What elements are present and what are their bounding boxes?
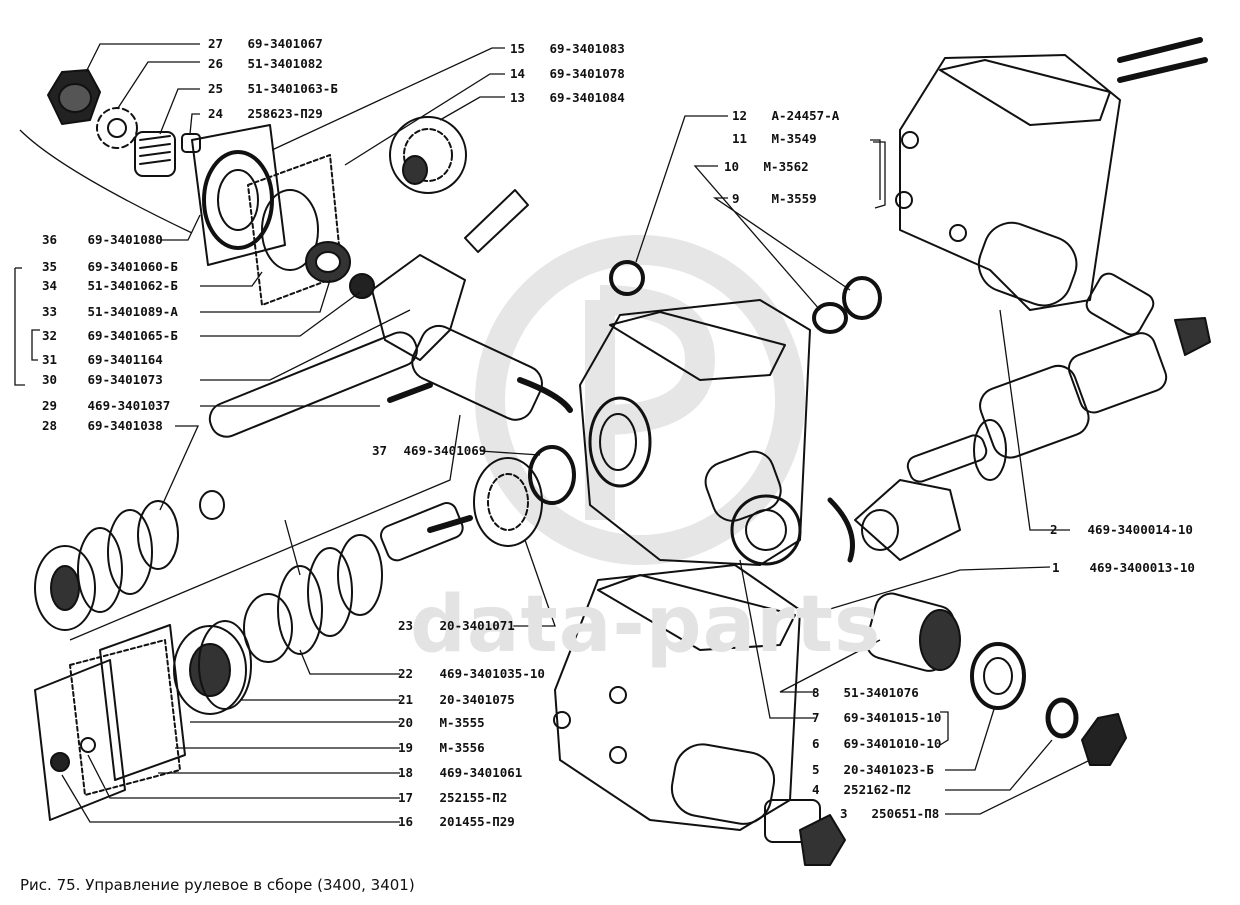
steering-gear-housing xyxy=(579,299,811,566)
callout-15: 15 69-3401083 xyxy=(510,41,625,56)
pin-12 xyxy=(464,189,529,253)
callout-5: 5 20-3401023-Б xyxy=(812,762,934,777)
lock-washer-26 xyxy=(96,107,138,149)
spring-25 xyxy=(134,131,176,177)
callout-17: 17 252155-П2 xyxy=(398,790,508,805)
nut-3 xyxy=(1081,713,1127,766)
nut-27 xyxy=(47,69,101,125)
callout-11: 11 М-3549 xyxy=(732,131,817,146)
input-shaft-29 xyxy=(199,331,433,520)
worm-22 xyxy=(243,502,473,663)
bearing-8 xyxy=(865,592,961,672)
bushing-32 xyxy=(305,241,351,283)
callout-24: 24 258623-П29 xyxy=(208,106,323,121)
callout-22: 22 469-3401035-10 xyxy=(398,666,545,681)
seal-11 xyxy=(609,260,645,296)
callout-37: 37 469-3401069 xyxy=(372,443,487,458)
callout-19: 19 М-3556 xyxy=(398,740,485,755)
callout-7: 7 69-3401015-10 xyxy=(812,710,942,725)
callout-20: 20 М-3555 xyxy=(398,715,485,730)
top-right-bracket xyxy=(895,37,1211,356)
pin-24 xyxy=(181,133,201,153)
callout-29: 29 469-3401037 xyxy=(42,398,171,413)
callout-26: 26 51-3401082 xyxy=(208,56,323,71)
intermediate-shaft-2 xyxy=(827,332,1168,563)
seal-9 xyxy=(842,276,882,320)
figure-caption: Рис. 75. Управление рулевое в сборе (340… xyxy=(20,876,415,894)
cover-plate-15 xyxy=(191,124,286,266)
bottom-lower-bracket xyxy=(553,564,846,866)
seal-5 xyxy=(970,642,1026,710)
callout-23: 23 20-3401071 xyxy=(398,618,515,633)
ring-37 xyxy=(528,445,576,505)
callout-9: 9 М-3559 xyxy=(732,191,817,206)
callout-3: 3 250651-П8 xyxy=(840,806,940,821)
callout-6: 6 69-3401010-10 xyxy=(812,736,942,751)
callout-25: 25 51-3401063-Б xyxy=(208,81,338,96)
callout-12: 12 А-24457-А xyxy=(732,108,840,123)
callout-21: 21 20-3401075 xyxy=(398,692,515,707)
washer-4 xyxy=(1045,697,1079,739)
callout-34: 34 51-3401062-Б xyxy=(42,278,178,293)
bearing-21 xyxy=(173,620,252,715)
sector-shaft-30 xyxy=(349,254,573,421)
callout-10: 10 М-3562 xyxy=(724,159,809,174)
callout-16: 16 201455-П29 xyxy=(398,814,515,829)
bearing-13 xyxy=(389,116,467,194)
callout-31: 31 69-3401164 xyxy=(42,352,163,367)
ring-10 xyxy=(812,302,848,334)
callout-18: 18 469-3401061 xyxy=(398,765,523,780)
callout-32: 32 69-3401065-Б xyxy=(42,328,178,343)
worm-28 xyxy=(34,500,179,631)
callout-27: 27 69-3401067 xyxy=(208,36,323,51)
callout-13: 13 69-3401084 xyxy=(510,90,625,105)
callout-14: 14 69-3401078 xyxy=(510,66,625,81)
callout-8: 8 51-3401076 xyxy=(812,685,919,700)
callout-4: 4 252162-П2 xyxy=(812,782,912,797)
callout-35: 35 69-3401060-Б xyxy=(42,259,178,274)
callout-36: 36 69-3401080 xyxy=(42,232,163,247)
callout-28: 28 69-3401038 xyxy=(42,418,163,433)
leader-lines xyxy=(14,43,1091,823)
callout-30: 30 69-3401073 xyxy=(42,372,163,387)
callout-1: 1 469-3400013-10 xyxy=(1052,560,1195,575)
end-cover-18 xyxy=(34,624,186,821)
callout-2: 2 469-3400014-10 xyxy=(1050,522,1193,537)
watermark-text: data-parts xyxy=(410,580,882,670)
callout-33: 33 51-3401089-А xyxy=(42,304,178,319)
